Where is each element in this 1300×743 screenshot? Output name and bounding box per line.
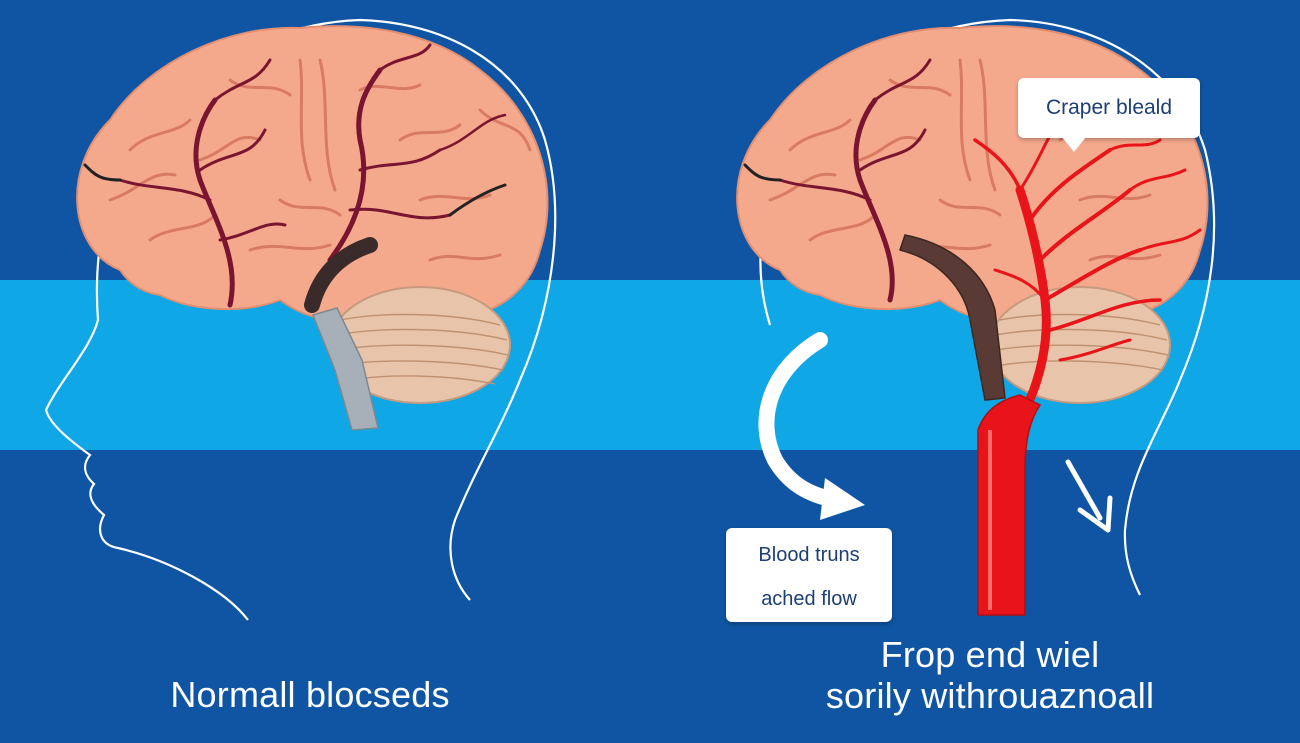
right-face-edge	[738, 330, 772, 410]
callout-bottom-left: Blood truns ached flow	[726, 528, 892, 622]
right-artery-dark	[899, 234, 1006, 401]
caption-right: Frop end wiel sorily withrouaznoall	[760, 634, 1220, 717]
callout-top-right: Craper bleald	[1018, 78, 1200, 152]
left-artery-dark	[304, 237, 378, 313]
left-head	[44, 18, 557, 621]
down-arrow-icon	[1065, 459, 1113, 533]
caption-right-line2: sorily withrouaznoall	[825, 675, 1155, 717]
curved-arrow-icon	[758, 332, 865, 520]
left-artery-grey	[311, 307, 379, 431]
callout-bottom-line2: ached flow	[761, 588, 857, 610]
left-brain	[76, 25, 549, 328]
callout-bottom-line1: Blood truns	[758, 544, 860, 566]
caption-right-line1: Frop end wiel	[880, 634, 1100, 675]
caption-left: Normall blocseds	[170, 674, 450, 715]
callout-top-right-text: Craper bleald	[1045, 96, 1173, 119]
right-artery-red	[977, 394, 1042, 616]
